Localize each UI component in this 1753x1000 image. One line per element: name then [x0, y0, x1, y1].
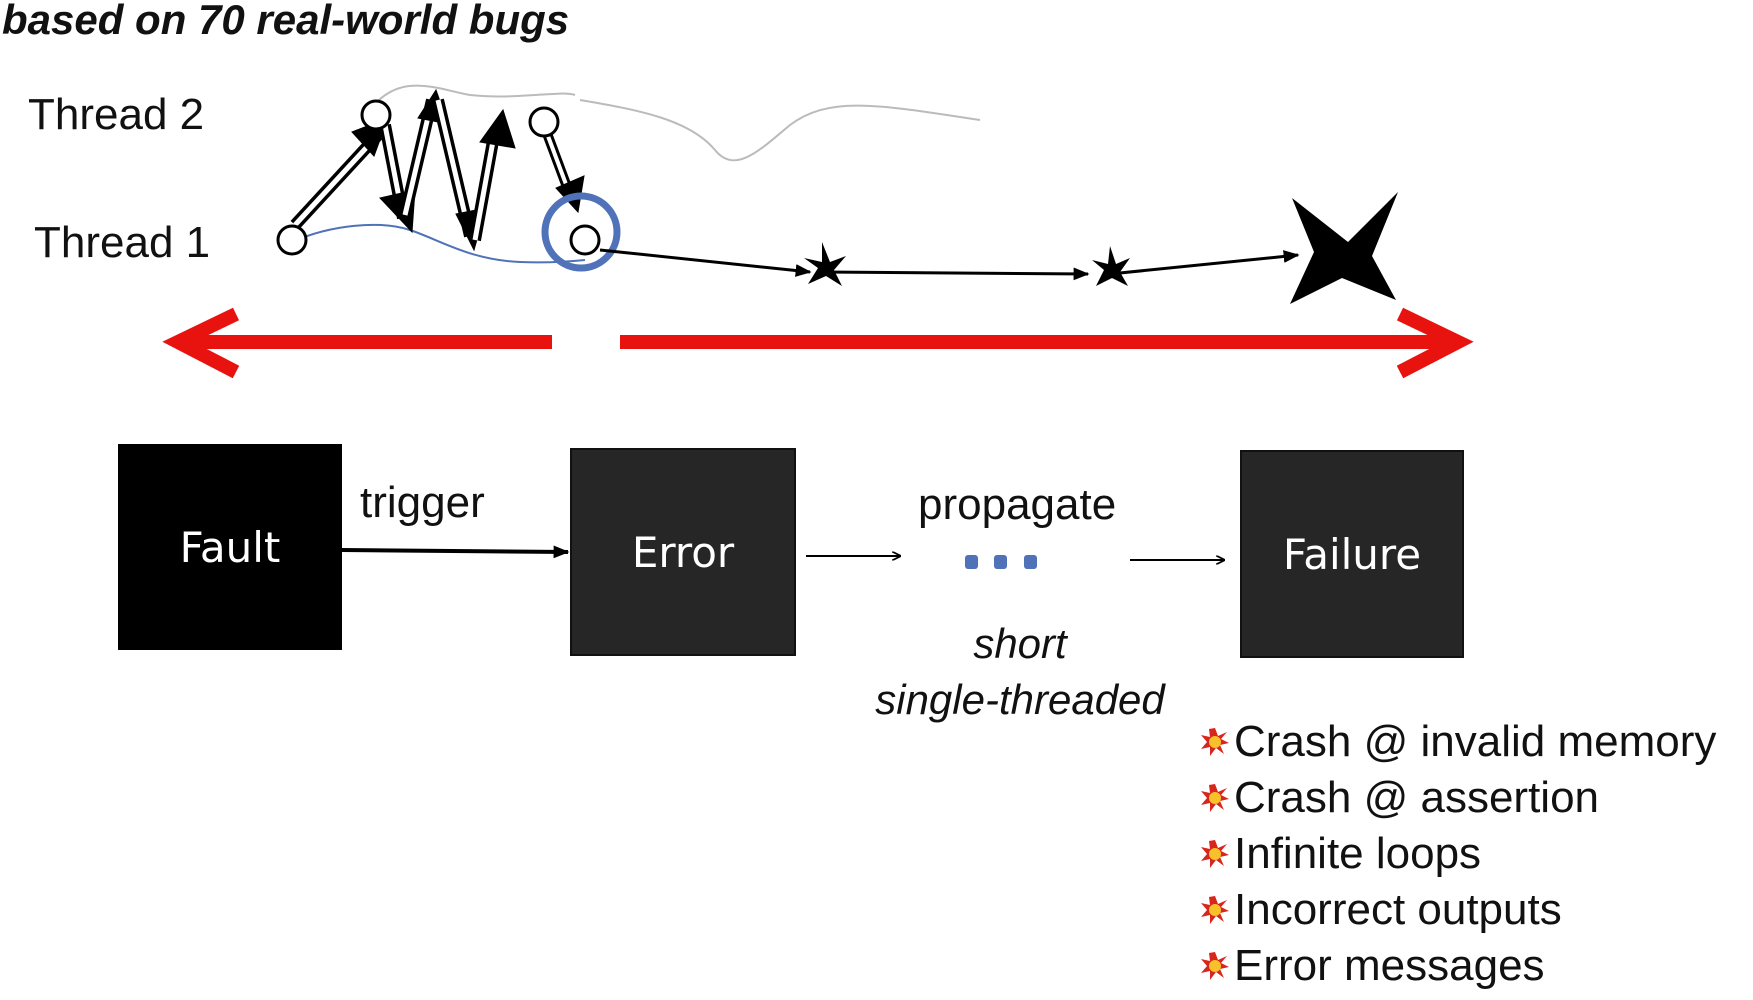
failure-symptom-list: Crash @ invalid memory Crash @ assertion… [1200, 714, 1716, 994]
explosion-icon [1201, 840, 1229, 868]
red-span-arrow [162, 307, 1474, 379]
thread2-tail-trace [579, 99, 981, 162]
ellipsis-dots [965, 555, 1037, 569]
failure-star-burst-icon [1290, 192, 1398, 304]
explosion-icon [1201, 784, 1229, 812]
explosion-icon [1201, 896, 1229, 924]
thread2-label: Thread 2 [28, 90, 205, 139]
thread1-node-start [276, 224, 308, 256]
thread1-trace [291, 223, 586, 264]
thread2-node-2 [528, 106, 560, 138]
symptom-item: Error messages [1200, 938, 1716, 994]
error-label: Error [631, 527, 735, 577]
propagate-label: propagate [918, 480, 1117, 529]
source-caption: based on 70 real-world bugs [2, 0, 570, 43]
thread1-label: Thread 1 [34, 218, 211, 267]
symptom-text: Crash @ assertion [1234, 773, 1600, 822]
error-x-mark-icon-1 [804, 242, 846, 286]
propagation-note: short single-threaded [850, 616, 1190, 728]
fault-box: Fault [118, 444, 342, 650]
symptom-text: Incorrect outputs [1234, 885, 1562, 934]
error-box: Error [570, 448, 796, 656]
trigger-label: trigger [360, 478, 485, 527]
failure-box: Failure [1240, 450, 1464, 658]
interleaving-arrows [290, 88, 585, 252]
symptom-item: Infinite loops [1200, 826, 1716, 882]
thread2-node-1 [360, 99, 392, 131]
symptom-item: Incorrect outputs [1200, 882, 1716, 938]
symptom-item: Crash @ invalid memory [1200, 714, 1716, 770]
symptom-item: Crash @ assertion [1200, 770, 1716, 826]
thread1-node-error [569, 224, 601, 256]
explosion-icon [1201, 728, 1229, 756]
symptom-text: Error messages [1234, 941, 1545, 990]
symptom-text: Infinite loops [1234, 829, 1482, 878]
trigger-arrow [341, 545, 570, 559]
fault-label: Fault [179, 522, 281, 572]
error-x-mark-icon-2 [1092, 246, 1130, 286]
error-highlight-ring [541, 192, 621, 272]
thread2-trace [369, 84, 576, 111]
failure-label: Failure [1282, 529, 1422, 579]
symptom-text: Crash @ invalid memory [1234, 717, 1717, 766]
explosion-icon [1201, 952, 1229, 980]
note-line-short: short [973, 620, 1067, 667]
propagation-chain [599, 248, 1300, 281]
note-line-single-threaded: single-threaded [875, 676, 1165, 723]
